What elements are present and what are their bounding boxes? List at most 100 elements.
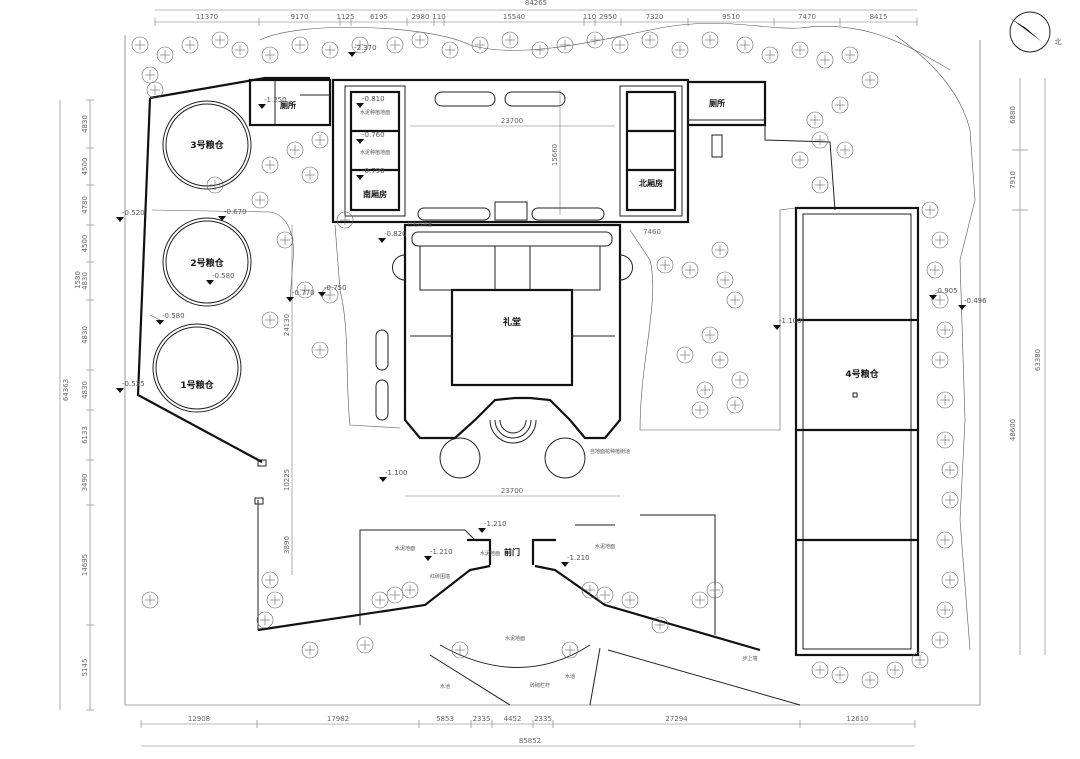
tree-icon [886,661,904,679]
tree-icon [256,611,274,629]
north-wing-label: 北厢房 [639,178,663,188]
dim-courtyard-width: 23700 [501,117,523,125]
dim-segment: 14695 [81,554,89,576]
tree-icon [931,291,949,309]
elevation-marker-icon [218,216,226,221]
toilet-east-label: 厕所 [709,98,725,108]
planter-2 [375,379,389,421]
tree-icon [861,71,879,89]
dim-segment: 9510 [722,13,740,21]
tree-icon [611,36,629,54]
dim-segment: 2335 [473,715,491,723]
dim-segment: 11370 [196,13,218,21]
tree-icon [726,291,744,309]
tree-icon [301,641,319,659]
dim-right-2: 7910 [1009,171,1017,189]
tree-icon [816,51,834,69]
tree-icon [211,31,229,49]
elevation-value: -0.810 [362,95,385,103]
tree-icon [181,36,199,54]
elevation-value: -0.520 [122,209,145,217]
tree-icon [651,616,669,634]
elevation-marker-icon [929,295,937,300]
dim-segment: 7320 [646,13,664,21]
tree-icon [716,271,734,289]
elevation-value: -0.496 [964,297,987,305]
tree-icon [811,131,829,149]
tree-icon [761,46,779,64]
tree-icon [811,661,829,679]
tree-icon [596,586,614,604]
granary-path [149,209,294,321]
tree-icon [656,256,674,274]
tree-icon [156,46,174,64]
tree-pools [439,437,586,479]
dim-segment: 2950 [599,13,617,21]
dim-west-depth: 24130 [283,314,291,336]
tree-icon [936,601,954,619]
tree-icon [141,66,159,84]
tree-icon [861,671,879,689]
tree-icon [276,231,294,249]
tree-icon [386,36,404,54]
dim-segment: 6133 [81,426,89,444]
elevation-marker-icon [156,320,164,325]
dim-segment: 4780 [81,196,89,214]
toilet-west: 厕所 [248,78,332,127]
elevation-marker-icon [379,477,387,482]
dim-segment: 4830 [81,381,89,399]
tree-icon [336,211,354,229]
dim-segment: 4830 [81,115,89,133]
west-boundary-wall [136,76,330,463]
elevation-value: -0.790 [362,167,385,175]
elevation-value: -1.210 [430,548,453,556]
elevation-value: -1.100 [779,317,802,325]
dim-east-gap: 7460 [643,228,661,236]
dim-segment: 5145 [81,659,89,677]
dim-segment: 4830 [81,326,89,344]
toilet-west-label: 厕所 [280,100,296,110]
tree-icon [621,591,639,609]
elevation-marker-icon [378,238,386,243]
granary-4-label: 4号粮仓 [845,368,879,380]
tree-icon [911,651,929,669]
tree-icon [736,36,754,54]
tree-icon [251,191,269,209]
note-cement-1: 水泥地面 [395,545,415,552]
tree-icon [936,431,954,449]
tree-icon [701,31,719,49]
trees [131,31,959,689]
dim-segment: 8415 [870,13,888,21]
elevation-marker-icon [356,175,364,180]
elevation-marker-icon [773,325,781,330]
elevation-value: -1.100 [385,469,408,477]
elevation-marker-icon [116,388,124,393]
dim-segment: 3490 [81,474,89,492]
tree-icon [471,36,489,54]
tree-icon [411,31,429,49]
tree-icon [726,396,744,414]
elevation-marker-icon [116,217,124,222]
dim-segment: 2335 [534,715,552,723]
dim-right-3: 48600 [1009,419,1017,441]
elevation-marker-icon [958,305,966,310]
tree-icon [936,531,954,549]
granary-3: 3号粮仓 [162,100,252,190]
elevation-marker-icon [318,292,326,297]
elevation-marker-icon [258,104,266,109]
dim-segment: 27294 [665,715,688,723]
tree-icon [791,151,809,169]
north-block: 水泥种植地面 水泥种植地面 南厢房 北厢房 23700 15660 [331,78,690,224]
tree-icon [941,491,959,509]
tree-icon [676,346,694,364]
note-water-2: 水池 [565,673,575,680]
elevation-value: -1.250 [264,96,287,104]
dim-segment: 12610 [846,715,868,723]
elevation-marker-icon [206,280,214,285]
tree-icon [811,176,829,194]
tree-icon [291,36,309,54]
tree-icon [701,326,719,344]
tree-icon [791,41,809,59]
dim-segment: 17982 [327,715,349,723]
